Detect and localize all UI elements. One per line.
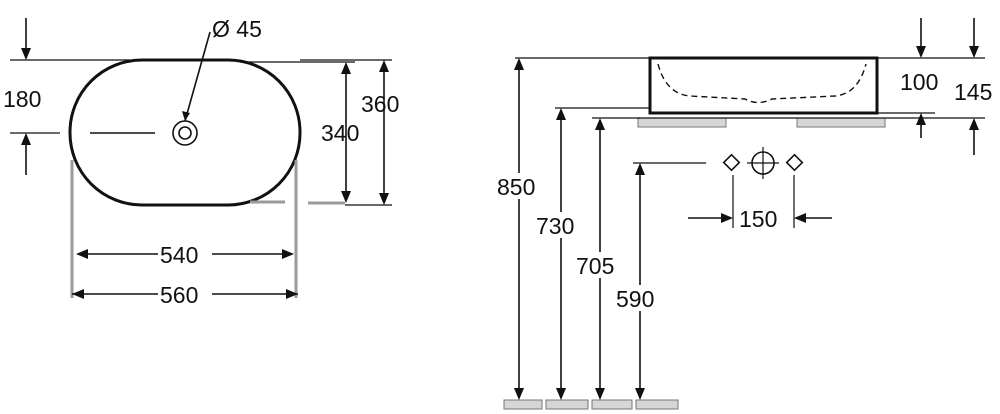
dim-150-arrowhead-right — [794, 213, 806, 223]
dim-100-arrowhead-bottom — [916, 113, 926, 125]
dim-340-arrowhead-top — [341, 62, 351, 74]
drain-diameter-label: Ø 45 — [212, 16, 262, 42]
dim-705-arrowhead-top — [595, 118, 605, 130]
dim-850-arrowhead-bottom — [514, 388, 524, 400]
dim-145-label: 145 — [954, 79, 992, 105]
dim-850-arrowhead-top — [514, 58, 524, 70]
dim-180-arrowhead-top — [21, 48, 31, 60]
dim-540-label: 540 — [160, 242, 198, 268]
countertop-right — [796, 117, 886, 128]
dim-340-arrowhead-bottom — [341, 191, 351, 203]
dim-100-label: 100 — [900, 69, 938, 95]
plan-view: Ø 45 180 340 360 540 560 — [3, 16, 399, 308]
drain-outer-ring — [172, 120, 198, 146]
dim-560-arrowhead-left — [72, 289, 84, 299]
dim-590-label: 590 — [616, 286, 654, 312]
basin-outer-rim — [68, 58, 302, 207]
countertop-left — [637, 117, 727, 128]
drain-inner-ring — [178, 126, 192, 140]
dim-145-arrowhead-top — [969, 46, 979, 58]
dim-560-arrowhead-right — [286, 289, 298, 299]
basin-inner-profile — [657, 63, 867, 104]
dim-590-label-bg — [616, 285, 666, 311]
dim-705-label: 705 — [576, 253, 614, 279]
tap-hole-centre-icon — [747, 147, 779, 179]
floor-block-4 — [635, 399, 679, 410]
dim-360-arrowhead-bottom — [379, 193, 389, 205]
dim-100-arrowhead-top — [916, 46, 926, 58]
dim-590-arrowhead-top — [635, 163, 645, 175]
dim-360-label: 360 — [361, 91, 399, 117]
side-view: 850 730 705 590 100 145 — [497, 18, 992, 410]
dim-730-label-bg — [536, 212, 586, 238]
drain-leader-line — [184, 31, 211, 122]
dim-540-arrowhead-right — [282, 249, 294, 259]
dim-360-arrowhead-top — [379, 60, 389, 72]
dim-730-arrowhead-bottom — [556, 388, 566, 400]
dim-850-label: 850 — [497, 174, 535, 200]
dim-705-label-bg — [576, 252, 626, 278]
dim-340-label: 340 — [321, 120, 359, 146]
floor-block-1 — [503, 399, 543, 410]
floor-block-2 — [545, 399, 589, 410]
dim-145-arrowhead-bottom — [969, 118, 979, 130]
floor-block-3 — [591, 399, 633, 410]
drain-leader-arrow — [182, 111, 190, 121]
dim-590-arrowhead-bottom — [635, 388, 645, 400]
dim-560-label: 560 — [160, 282, 198, 308]
dim-730-arrowhead-top — [556, 108, 566, 120]
dim-540-arrowhead-left — [76, 249, 88, 259]
dim-150-label: 150 — [739, 206, 777, 232]
dim-705-arrowhead-bottom — [595, 388, 605, 400]
dim-180-arrowhead-bottom — [21, 133, 31, 145]
dim-180-label: 180 — [3, 86, 41, 112]
dim-150-arrowhead-left — [721, 213, 733, 223]
dim-730-label: 730 — [536, 213, 574, 239]
tap-hole-left-icon — [722, 153, 741, 172]
basin-side-body — [648, 56, 879, 115]
tap-hole-right-icon — [785, 153, 804, 172]
dim-850-label-bg — [497, 173, 547, 199]
